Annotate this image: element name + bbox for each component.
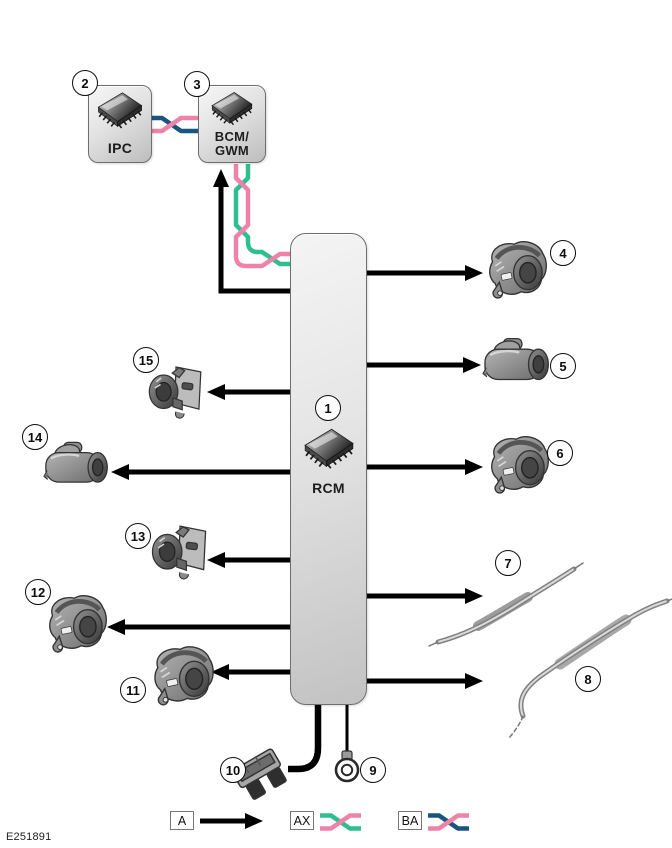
pigtail-to-10: [288, 704, 322, 773]
module-rcm-label: RCM: [312, 480, 345, 496]
legend-label-ba: BA: [398, 811, 422, 830]
legend-twisted-pair-ax: [320, 813, 361, 831]
component-13-illustration: [151, 525, 207, 580]
callout-13: 13: [125, 523, 151, 549]
module-bcm-gwm-label-line1: BCM/: [214, 129, 250, 144]
callout-4: 4: [550, 240, 576, 266]
component-10-illustration: [231, 748, 287, 800]
legend-twisted-pair-ba: [428, 813, 469, 831]
twisted-pair-bcm-rcm: [233, 164, 293, 269]
rcm-bottom-pigtails: [288, 704, 349, 773]
component-11-illustration: [155, 647, 213, 705]
component-14-illustration: [42, 441, 109, 484]
callout-7: 7: [495, 550, 521, 576]
legend-label-a: A: [170, 811, 194, 830]
callout-1: 1: [315, 395, 341, 421]
callout-11: 11: [120, 677, 146, 703]
twisted-pair-ipc-bcm: [152, 115, 199, 134]
component-5-illustration: [481, 337, 550, 381]
figure-id: E251891: [6, 831, 52, 843]
callout-9: 9: [360, 757, 386, 783]
chip-icon: [303, 428, 354, 470]
module-ipc-label: IPC: [107, 140, 133, 156]
callout-2: 2: [72, 70, 98, 96]
arrow-rcm-to-bcm: [213, 169, 292, 294]
callout-10: 10: [220, 757, 246, 783]
legend-label-ax: AX: [290, 811, 314, 830]
chip-icon: [211, 91, 253, 126]
component-12-illustration: [50, 596, 107, 652]
chip-icon: [97, 92, 143, 129]
callout-8: 8: [575, 666, 601, 692]
component-4-illustration: [490, 242, 547, 298]
module-bcm-gwm: BCM/ GWM: [198, 85, 266, 163]
callout-15: 15: [133, 347, 159, 373]
component-8-illustration: [508, 598, 672, 739]
callout-6: 6: [547, 440, 573, 466]
callout-12: 12: [25, 579, 51, 605]
component-7-illustration: [428, 562, 584, 647]
callout-3: 3: [184, 71, 210, 97]
component-6-illustration: [492, 437, 549, 493]
callout-14: 14: [22, 424, 48, 450]
module-bcm-gwm-label-line2: GWM: [214, 143, 250, 158]
module-rcm: RCM: [290, 233, 367, 705]
module-bcm-gwm-label: BCM/ GWM: [199, 130, 265, 158]
module-ipc: IPC: [88, 85, 152, 163]
component-15-illustration: [148, 366, 202, 419]
callout-5: 5: [550, 353, 576, 379]
connection-arrows: [107, 169, 483, 689]
component-9-ring-terminal: [334, 750, 360, 783]
